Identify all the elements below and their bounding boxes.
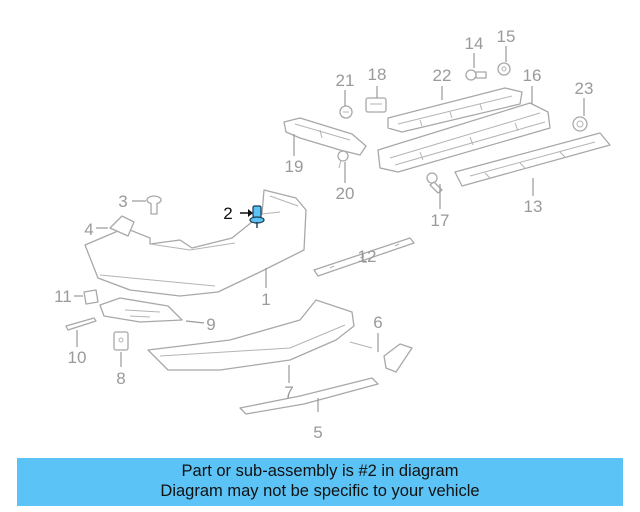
part-23-shape bbox=[572, 116, 588, 132]
callout-10: 10 bbox=[68, 348, 87, 367]
part-13-shape bbox=[454, 132, 611, 187]
part-21-shape bbox=[339, 105, 353, 119]
part-16-shape bbox=[377, 102, 551, 173]
callout-17: 17 bbox=[431, 211, 450, 230]
callout-6: 6 bbox=[373, 313, 382, 332]
callout-3: 3 bbox=[118, 192, 127, 211]
part-8-shape bbox=[113, 331, 129, 351]
part-11-shape bbox=[83, 289, 99, 305]
part-12-shape bbox=[313, 237, 415, 277]
banner-line-2: Diagram may not be specific to your vehi… bbox=[160, 482, 480, 500]
part-5-shape bbox=[239, 377, 379, 415]
part-15-shape bbox=[497, 62, 511, 76]
part-9-shape bbox=[99, 297, 183, 323]
parts-diagram: 1 2 3 4 5 6 7 8 9 10 11 12 13 14 15 16 1… bbox=[54, 27, 611, 442]
callout-2: 2 bbox=[223, 204, 232, 223]
callout-16: 16 bbox=[523, 66, 542, 85]
banner-line-1: Part or sub-assembly is #2 in diagram bbox=[181, 462, 459, 480]
callout-18: 18 bbox=[368, 65, 387, 84]
part-17-shape bbox=[426, 172, 443, 194]
part-18-shape bbox=[365, 97, 387, 113]
leader-lines bbox=[74, 46, 585, 412]
part-4-shape bbox=[109, 215, 135, 237]
info-banner: Part or sub-assembly is #2 in diagram Di… bbox=[17, 458, 623, 506]
part-20-shape bbox=[337, 150, 349, 169]
callout-12: 12 bbox=[358, 247, 377, 266]
callout-20: 20 bbox=[336, 184, 355, 203]
callout-13: 13 bbox=[524, 197, 543, 216]
callout-14: 14 bbox=[465, 34, 484, 53]
callout-19: 19 bbox=[285, 157, 304, 176]
part-3-shape bbox=[146, 195, 162, 215]
part-10-shape bbox=[65, 317, 97, 331]
part-6-shape bbox=[349, 341, 413, 373]
callout-5: 5 bbox=[313, 423, 322, 442]
callout-23: 23 bbox=[575, 79, 594, 98]
callout-8: 8 bbox=[116, 369, 125, 388]
callout-7: 7 bbox=[284, 383, 293, 402]
callout-15: 15 bbox=[497, 27, 516, 46]
callout-22: 22 bbox=[433, 66, 452, 85]
part-7-shape bbox=[147, 299, 355, 371]
part-1-shape bbox=[84, 189, 307, 297]
part-19-shape bbox=[283, 117, 367, 156]
callout-11: 11 bbox=[54, 287, 72, 306]
callout-labels: 1 2 3 4 5 6 7 8 9 10 11 12 13 14 15 16 1… bbox=[54, 27, 593, 442]
part-14-shape bbox=[465, 69, 487, 81]
part-2-shape bbox=[240, 205, 265, 228]
callout-4: 4 bbox=[84, 220, 93, 239]
callout-1: 1 bbox=[261, 290, 270, 309]
callout-21: 21 bbox=[336, 71, 355, 90]
part-22-shape bbox=[387, 87, 523, 133]
callout-9: 9 bbox=[206, 315, 215, 334]
